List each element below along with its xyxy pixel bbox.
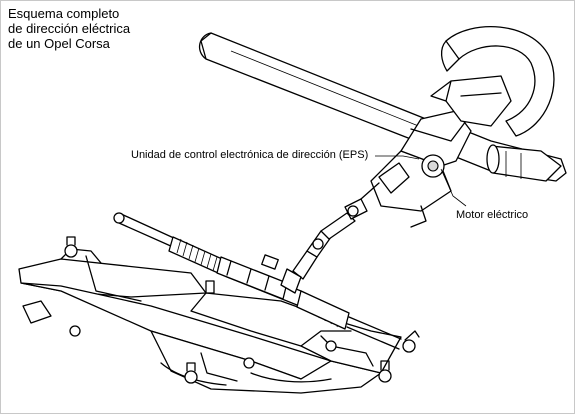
rack-boot-left xyxy=(176,238,218,272)
title-line-1: Esquema completo xyxy=(8,6,120,21)
subframe xyxy=(18,236,402,394)
electric-motor-label: Motor eléctrico xyxy=(456,209,529,221)
title-line-2: de dirección eléctrica xyxy=(8,21,131,36)
steering-rack xyxy=(113,212,420,353)
steering-column xyxy=(198,32,567,228)
title-line-3: de un Opel Corsa xyxy=(8,36,110,51)
eps-unit-label: Unidad de control electrónica de direcci… xyxy=(131,149,369,161)
intermediate-shaft xyxy=(280,198,368,294)
leader-lines xyxy=(375,155,467,207)
steering-wheel xyxy=(430,26,555,137)
diagram-title: Esquema completo de dirección eléctrica … xyxy=(8,6,130,51)
